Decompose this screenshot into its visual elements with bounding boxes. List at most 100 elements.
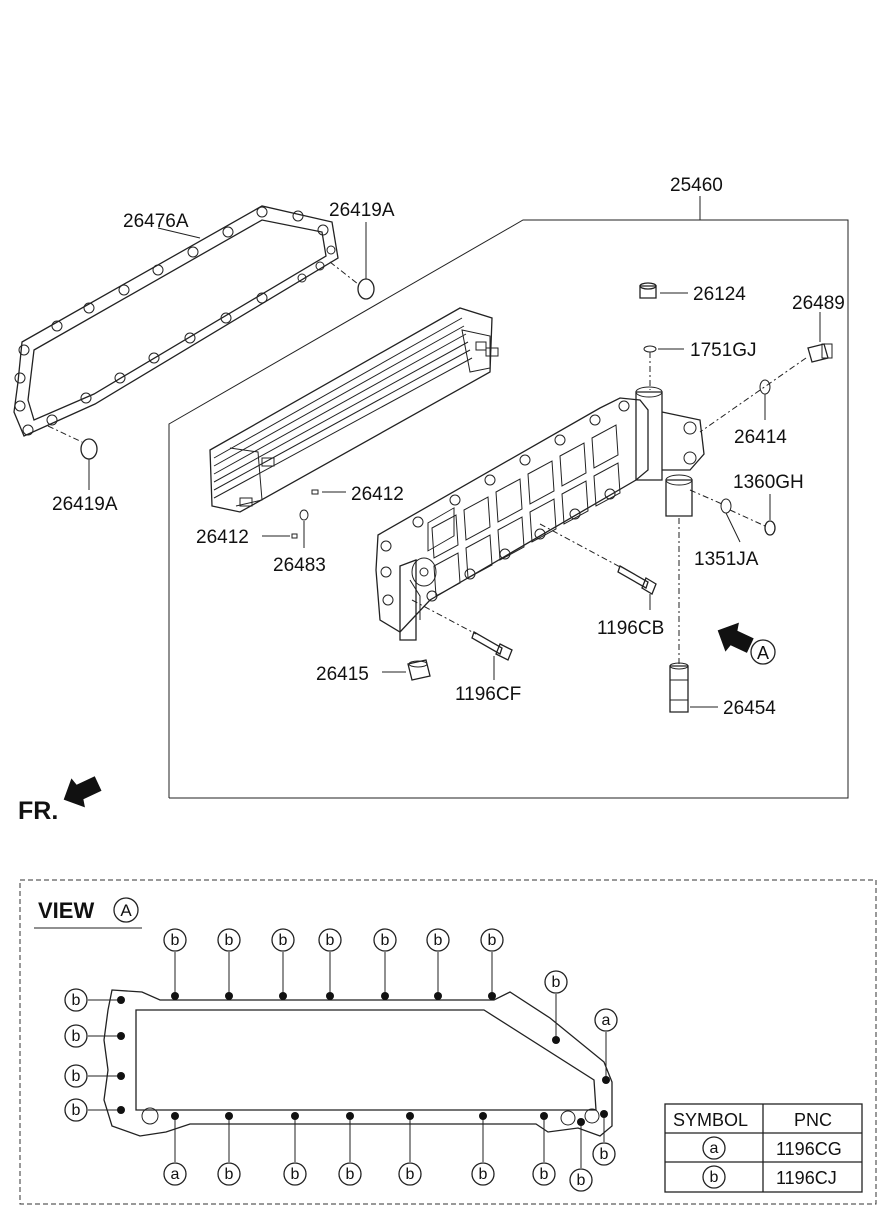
view-bolt-dot-11 xyxy=(117,1072,125,1080)
view-symbol-b: b xyxy=(346,1166,355,1183)
bolt-26489[interactable]: 26489 xyxy=(699,293,845,433)
view-symbol-circle-9[interactable] xyxy=(64,988,88,1012)
callout-26124[interactable]: 26124 xyxy=(693,284,746,305)
legend-table: SYMBOL PNC a 1196CG b 1196CJ xyxy=(664,1103,863,1193)
view-bolt-dot-1 xyxy=(225,992,233,1000)
view-symbol-b: b xyxy=(577,1172,586,1189)
callout-26415[interactable]: 26415 xyxy=(316,664,369,685)
view-symbol-circle-18[interactable] xyxy=(471,1162,495,1186)
callout-26412-b[interactable]: 26412 xyxy=(196,527,249,548)
legend-symbol-a: a xyxy=(710,1140,719,1157)
view-symbol-b: b xyxy=(540,1166,549,1183)
callout-1351ja[interactable]: 1351JA xyxy=(694,549,759,570)
callout-26476a[interactable]: 26476A xyxy=(123,211,189,232)
gasket-26414[interactable]: 26414 xyxy=(734,379,787,448)
view-symbol-circle-15[interactable] xyxy=(283,1162,307,1186)
oring-26483[interactable]: 26483 xyxy=(273,509,326,576)
callout-26419a-top[interactable]: 26419A xyxy=(329,200,395,221)
view-bolt-dot-5 xyxy=(434,992,442,1000)
view-gasket-outline xyxy=(103,989,613,1137)
view-a-panel: VIEW A xyxy=(19,879,877,1205)
view-symbol-circle-1[interactable] xyxy=(217,928,241,952)
view-bolt-dot-7 xyxy=(552,1036,560,1044)
bolt-26454[interactable]: 26454 xyxy=(669,518,776,719)
view-symbol-circle-17[interactable] xyxy=(398,1162,422,1186)
gasket-26476a[interactable]: 26476A xyxy=(13,205,339,437)
view-symbol-circle-5[interactable] xyxy=(426,928,450,952)
callout-26454[interactable]: 26454 xyxy=(723,698,776,719)
view-symbol-a: a xyxy=(602,1012,611,1029)
view-gasket-inner xyxy=(135,1009,597,1111)
view-symbol-b: b xyxy=(479,1166,488,1183)
callout-26414[interactable]: 26414 xyxy=(734,427,787,448)
bolt-1196cf[interactable]: 1196CF xyxy=(411,599,521,705)
nut-26415[interactable]: 26415 xyxy=(316,659,431,685)
pin-26412-b[interactable]: 26412 xyxy=(196,527,298,548)
view-symbol-circle-4[interactable] xyxy=(373,928,397,952)
view-symbol-circle-14[interactable] xyxy=(217,1162,241,1186)
view-symbol-b: b xyxy=(291,1166,300,1183)
view-symbol-b: b xyxy=(72,1068,81,1085)
view-bolt-dot-2 xyxy=(279,992,287,1000)
seal-1351ja[interactable]: 1351JA xyxy=(689,489,759,570)
view-symbol-b: b xyxy=(72,1028,81,1045)
view-symbol-circle-7[interactable] xyxy=(544,970,568,994)
view-bolt-dot-3 xyxy=(326,992,334,1000)
view-symbol-b: b xyxy=(72,992,81,1009)
callout-25460[interactable]: 25460 xyxy=(670,175,723,196)
view-symbol-circle-20[interactable] xyxy=(569,1168,593,1192)
view-symbol-a: a xyxy=(171,1166,180,1183)
view-bolt-dot-19 xyxy=(540,1112,548,1120)
view-a-arrow[interactable]: A xyxy=(711,616,776,665)
view-symbol-circle-0[interactable] xyxy=(163,928,187,952)
view-symbol-circle-2[interactable] xyxy=(271,928,295,952)
view-symbol-circle-21[interactable] xyxy=(592,1142,616,1166)
view-symbol-b: b xyxy=(279,932,288,949)
view-symbol-circle-10[interactable] xyxy=(64,1024,88,1048)
view-symbol-circle-3[interactable] xyxy=(318,928,342,952)
view-symbol-circle-12[interactable] xyxy=(64,1098,88,1122)
plug-26124[interactable]: 26124 xyxy=(639,282,746,305)
view-bolt-dot-20 xyxy=(577,1118,585,1126)
view-symbol-circle-6[interactable] xyxy=(480,928,504,952)
view-bolt-dot-16 xyxy=(346,1112,354,1120)
view-symbol-b: b xyxy=(406,1166,415,1183)
oring-26419a-top[interactable]: 26419A xyxy=(329,200,395,300)
view-symbol-b: b xyxy=(225,932,234,949)
view-symbol-b: b xyxy=(72,1102,81,1119)
pin-26412-a[interactable]: 26412 xyxy=(311,484,404,505)
callout-1360gh[interactable]: 1360GH xyxy=(733,472,804,493)
view-bolt-dot-4 xyxy=(381,992,389,1000)
callout-26419a-bottom[interactable]: 26419A xyxy=(52,494,118,515)
view-bolt-dot-6 xyxy=(488,992,496,1000)
view-symbol-b: b xyxy=(600,1146,609,1163)
callout-26412-a[interactable]: 26412 xyxy=(351,484,404,505)
view-bolt-dot-18 xyxy=(479,1112,487,1120)
callout-1196cf[interactable]: 1196CF xyxy=(455,684,521,705)
view-bolt-dot-10 xyxy=(117,1032,125,1040)
callout-1751gj[interactable]: 1751GJ xyxy=(690,340,757,361)
oring-1360gh[interactable]: 1360GH xyxy=(729,472,804,536)
callout-26489[interactable]: 26489 xyxy=(792,293,845,314)
view-bolt-dot-12 xyxy=(117,1106,125,1114)
view-bolt-dot-17 xyxy=(406,1112,414,1120)
callout-26483[interactable]: 26483 xyxy=(273,555,326,576)
bolt-1196cb[interactable]: 1196CB xyxy=(539,523,664,639)
oil-cooler-housing[interactable] xyxy=(375,386,705,641)
view-symbol-circle-19[interactable] xyxy=(532,1162,556,1186)
view-symbol-b: b xyxy=(326,932,335,949)
seal-1751gj[interactable]: 1751GJ xyxy=(643,340,757,390)
callout-1196cb[interactable]: 1196CB xyxy=(597,618,664,639)
view-symbol-circle-8[interactable] xyxy=(594,1008,618,1032)
view-bolt-dot-8 xyxy=(602,1076,610,1084)
oil-cooler-core[interactable] xyxy=(209,307,499,513)
legend-pnc-b: 1196CJ xyxy=(776,1168,837,1188)
oring-26419a-bottom[interactable]: 26419A xyxy=(47,425,118,515)
view-symbol-circle-13[interactable] xyxy=(163,1162,187,1186)
view-symbol-circle-16[interactable] xyxy=(338,1162,362,1186)
view-symbol-b: b xyxy=(171,932,180,949)
view-symbol-circle-11[interactable] xyxy=(64,1064,88,1088)
view-symbol-b: b xyxy=(488,932,497,949)
assembly-frame: 25460 xyxy=(168,175,849,799)
view-symbol-b: b xyxy=(434,932,443,949)
